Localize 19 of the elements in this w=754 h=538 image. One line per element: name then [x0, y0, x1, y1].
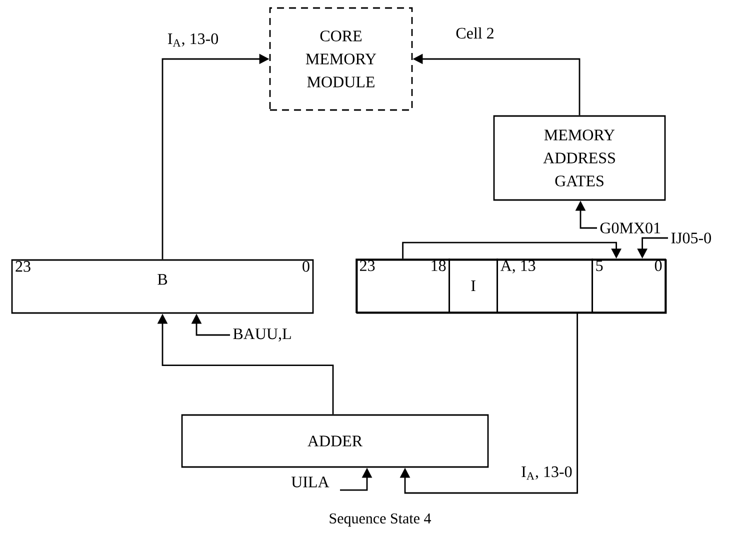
signal-label: BAUU,L: [233, 328, 291, 342]
arrow: [400, 313, 578, 494]
register-field: 5 0: [592, 258, 666, 313]
signal-label: G0MX01: [600, 222, 660, 234]
adder-box: ADDER: [181, 414, 489, 468]
module-box: CORE MEMORY MODULE: [269, 7, 413, 111]
arrow: [402, 242, 622, 259]
register-field: I: [448, 258, 498, 313]
gates-box: MEMORY ADDRESS GATES: [493, 115, 666, 201]
register-field: A, 13: [496, 258, 593, 313]
register-box: 23 0 B: [11, 259, 314, 314]
caption: Sequence State 4: [330, 513, 432, 527]
register-box: [356, 259, 667, 314]
signal-label: UILA: [291, 476, 330, 488]
signal-label: IJ05-0: [671, 232, 711, 244]
edge-label: Cell 2: [454, 26, 496, 40]
register-field: 23 18: [356, 258, 450, 313]
edge-label: I$_{A}$, 13-0: [166, 32, 220, 48]
edge-label: I$_{A}$, 13-0: [520, 465, 574, 481]
